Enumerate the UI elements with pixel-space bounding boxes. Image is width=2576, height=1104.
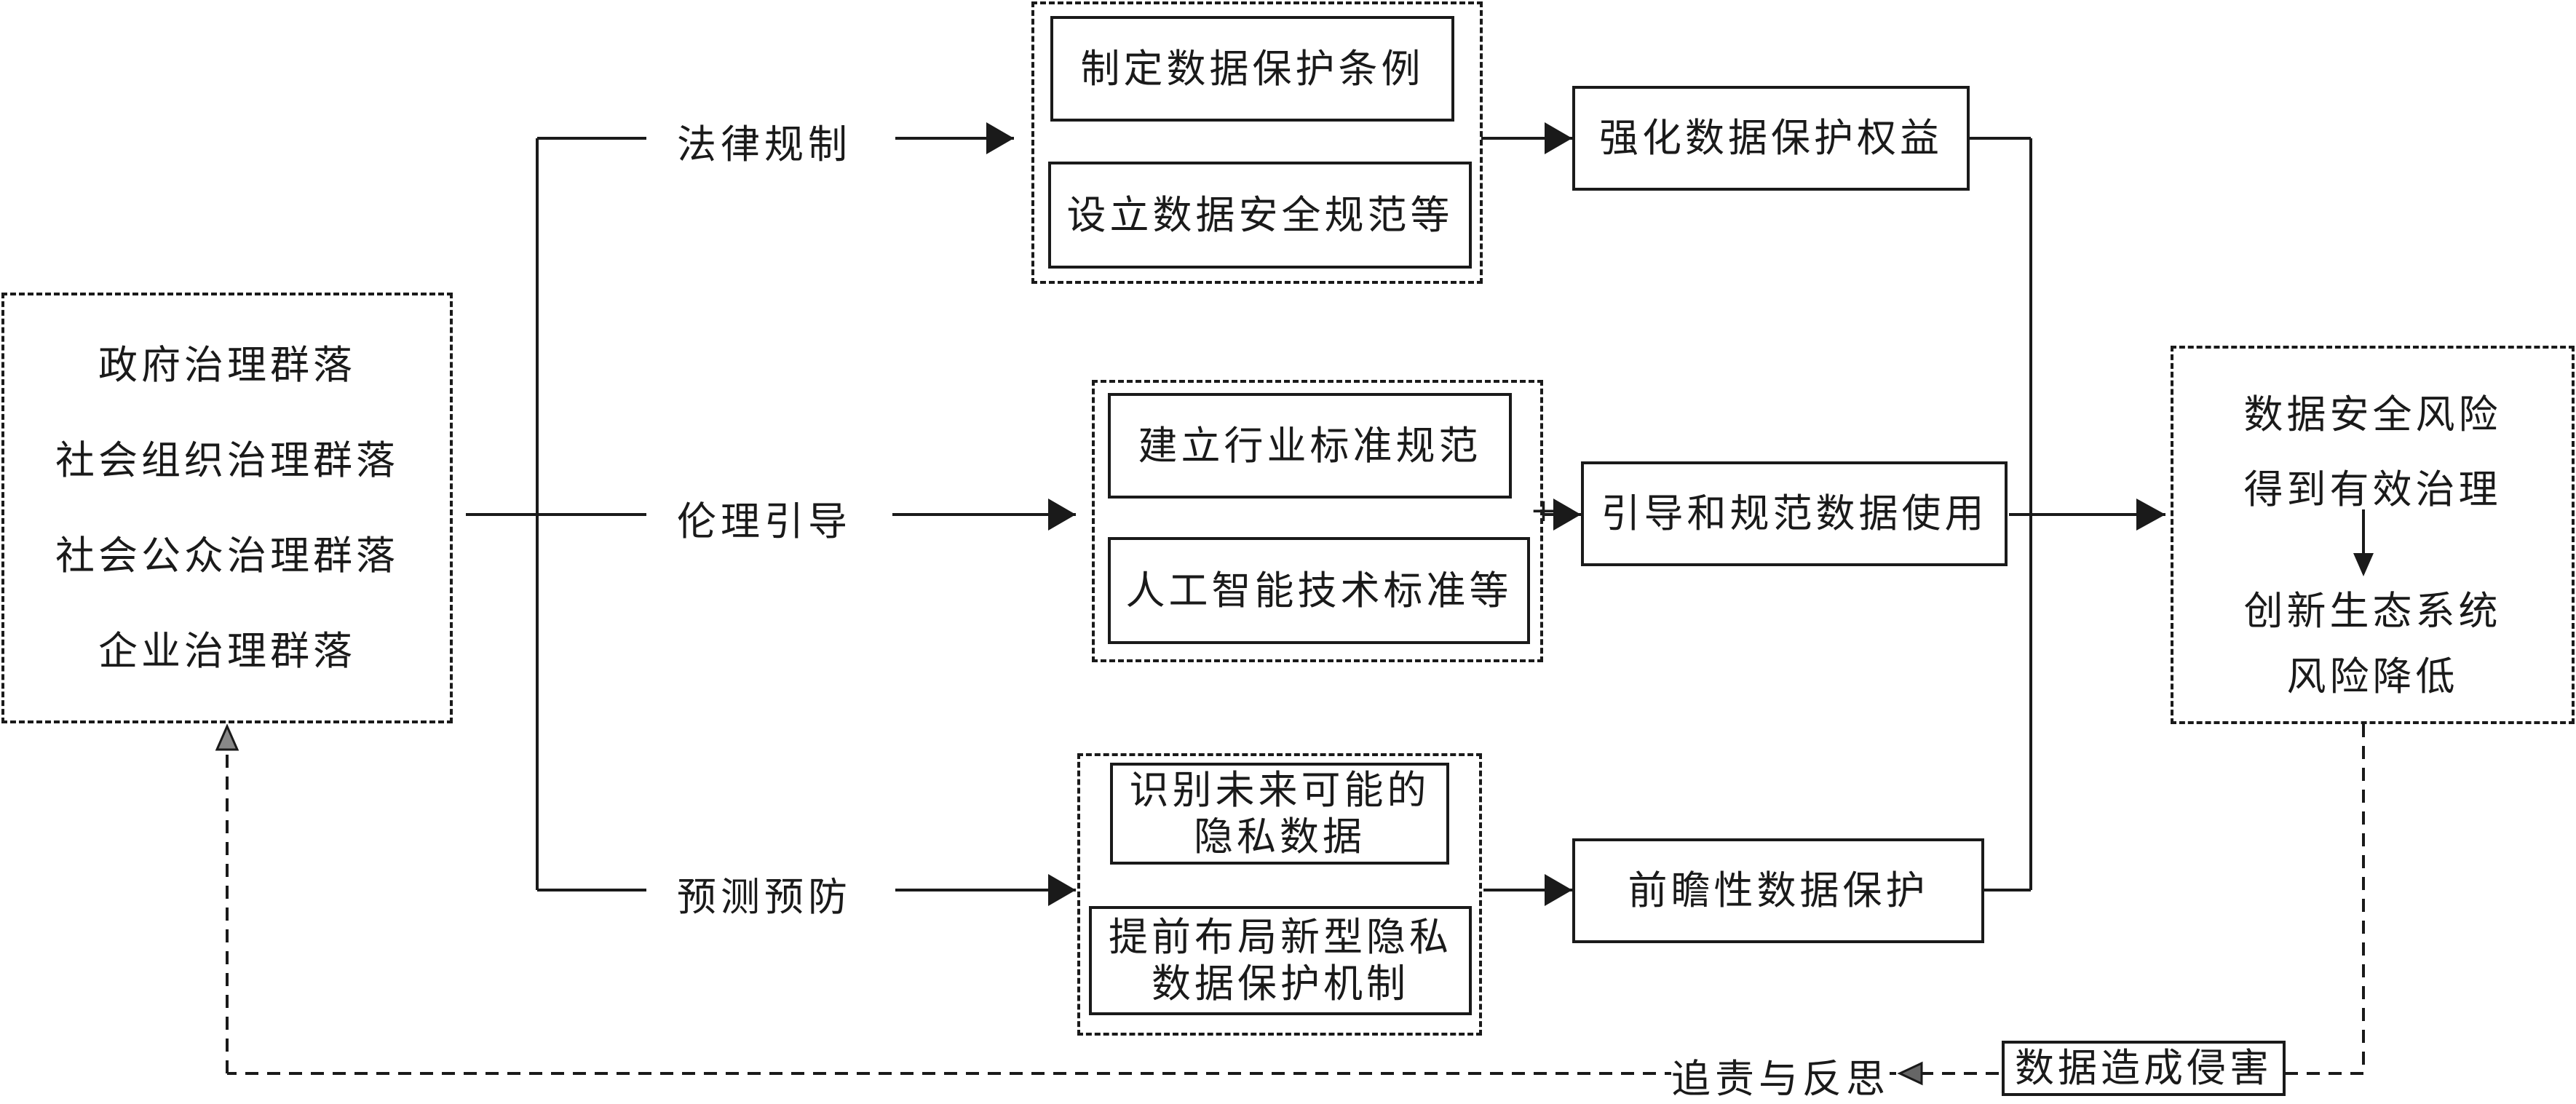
measures-group-predict — [1077, 753, 1482, 1036]
outcome-box — [2171, 346, 2575, 724]
actor-government: 政府治理群落 — [98, 341, 356, 388]
result-ethics: 引导和规范数据使用 — [1581, 461, 2008, 566]
actors-box: 政府治理群落 社会组织治理群落 社会公众治理群落 企业治理群落 — [1, 293, 453, 723]
branch-label-ethics: 伦理引导 — [677, 489, 852, 547]
result-predict: 前瞻性数据保护 — [1572, 838, 1984, 943]
plus-sign: + — [1530, 492, 1557, 529]
measure-predict-1: 识别未来可能的 隐私数据 — [1110, 763, 1449, 865]
actor-social-org: 社会组织治理群落 — [55, 437, 399, 483]
measure-legal-1: 制定数据保护条例 — [1050, 16, 1454, 122]
measure-ethics-2: 人工智能技术标准等 — [1108, 537, 1530, 644]
actor-enterprise: 企业治理群落 — [98, 627, 356, 674]
measure-legal-2: 设立数据安全规范等 — [1048, 162, 1472, 269]
result-legal: 强化数据保护权益 — [1572, 86, 1970, 191]
branch-label-predict: 预测预防 — [677, 865, 852, 922]
measure-ethics-1: 建立行业标准规范 — [1108, 393, 1512, 499]
branch-label-legal: 法律规制 — [677, 112, 852, 170]
outcome-line-1: 数据安全风险 — [2243, 392, 2502, 437]
feedback-action-label: 追责与反思 — [1671, 1047, 1890, 1104]
feedback-trigger-box: 数据造成侵害 — [2002, 1041, 2286, 1096]
outcome-line-2: 得到有效治理 — [2243, 466, 2502, 512]
outcome-line-4: 风险降低 — [2286, 654, 2459, 699]
measure-predict-2: 提前布局新型隐私 数据保护机制 — [1089, 906, 1472, 1015]
outcome-line-3: 创新生态系统 — [2243, 588, 2502, 634]
measures-group-ethics — [1092, 380, 1543, 662]
measures-group-legal — [1031, 1, 1483, 284]
actor-public: 社会公众治理群落 — [55, 532, 399, 579]
